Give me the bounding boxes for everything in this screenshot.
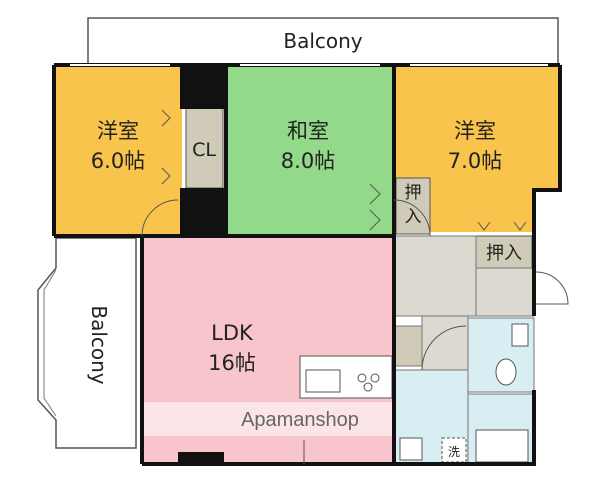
oshiire-2 [475, 235, 533, 269]
closet-label: CL [192, 139, 216, 161]
oshiire-1-char-1: 押 [405, 183, 422, 203]
western-room-left [54, 65, 182, 235]
kitchen-sink [305, 369, 341, 393]
hallway [393, 235, 477, 317]
balcony-left-label: Balcony [87, 305, 111, 384]
watermark-text: Apamanshop [241, 409, 359, 431]
toilet-bowl [495, 358, 517, 386]
balcony-left-rail [43, 269, 57, 417]
hall-lower [421, 315, 469, 371]
oshiire-1-char-2: 入 [405, 207, 422, 227]
western-room-left-name: 洋室 [97, 119, 139, 143]
bathtub [475, 429, 529, 463]
wall-column [178, 452, 224, 466]
toilet-tank [511, 323, 529, 347]
stove-burner-icon [363, 382, 373, 392]
western-room-right [394, 65, 560, 232]
sliding-door-markers [161, 109, 527, 231]
balcony-top-label: Balcony [283, 29, 362, 53]
watermark-band [142, 402, 394, 436]
ldk-name: LDK [211, 321, 254, 345]
ldk-size: 16帖 [208, 351, 256, 375]
laundry-label: 洗 [448, 445, 460, 459]
oshiire-1 [395, 177, 431, 235]
sink [399, 437, 423, 461]
wall-column [180, 65, 226, 109]
balcony-top [87, 17, 559, 66]
western-room-right-name: 洋室 [454, 119, 496, 143]
stove-burner-icon [370, 373, 380, 383]
oshiire-2-label: 押入 [486, 243, 522, 264]
japanese-room [226, 65, 392, 235]
wall-column [180, 188, 226, 236]
stove-burner-icon [357, 373, 367, 383]
storage-small [393, 325, 423, 367]
door-swings [141, 199, 569, 464]
balcony-left [37, 237, 137, 449]
western-room-right-size: 7.0帖 [448, 149, 502, 173]
japanese-room-size: 8.0帖 [281, 149, 335, 173]
entrance [475, 267, 535, 317]
laundry-space [441, 437, 467, 463]
western-room-left-size: 6.0帖 [91, 149, 145, 173]
japanese-room-name: 和室 [287, 119, 329, 143]
